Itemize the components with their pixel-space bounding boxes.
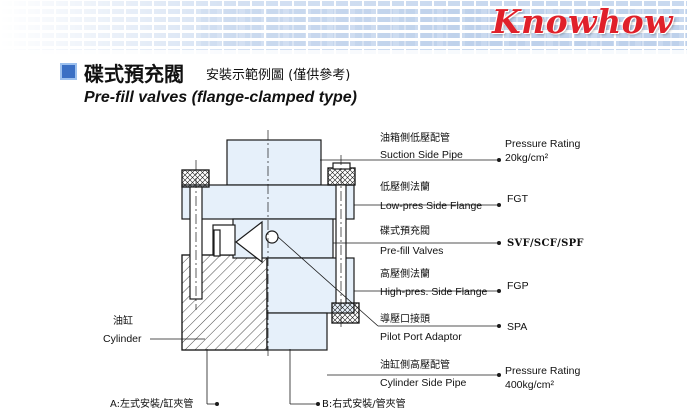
callout-pilot-cn: 導壓口接頭 bbox=[380, 314, 430, 325]
spec-suction-value: 20kg/cm² bbox=[505, 152, 549, 164]
callout-lowflange-en: Low-pres Side Flange bbox=[380, 200, 483, 212]
cylinder-side-pipe bbox=[266, 312, 328, 351]
callout-prefill-cn: 碟式預充閥 bbox=[380, 226, 430, 237]
cylinder-label-cn: 油缸 bbox=[113, 316, 133, 327]
callout-suction-cn: 油箱側低壓配管 bbox=[380, 133, 450, 144]
spec-fgp: FGP bbox=[507, 280, 529, 292]
callout-cylpipe-en: Cylinder Side Pipe bbox=[380, 377, 467, 389]
spec-fgt: FGT bbox=[507, 193, 528, 205]
cylinder-label-en: Cylinder bbox=[103, 333, 142, 345]
callout-highflange-cn: 高壓側法蘭 bbox=[380, 269, 430, 280]
callout-highflange-en: High-pres. Side Flange bbox=[380, 286, 488, 298]
spec-spa: SPA bbox=[507, 321, 528, 333]
spec-cylpipe-value: 400kg/cm² bbox=[505, 379, 555, 391]
install-option-a: A:左式安裝/缸夾管 bbox=[110, 399, 194, 410]
left-nut bbox=[181, 169, 210, 188]
callout-lowflange-cn: 低壓側法蘭 bbox=[380, 182, 430, 193]
title-chinese-subtitle: 安裝示範例圖 (僅供參考) bbox=[206, 68, 351, 83]
header-band: Knowhow bbox=[0, 0, 687, 56]
title-bullet-icon bbox=[60, 63, 77, 80]
leader-lines bbox=[150, 159, 499, 405]
spec-model-codes: SVF/SCF/SPF bbox=[507, 238, 584, 249]
header-stripes bbox=[0, 0, 687, 56]
title-chinese: 碟式預充閥 bbox=[84, 62, 184, 86]
brand-logo: Knowhow bbox=[491, 2, 673, 41]
title-english: Pre-fill valves (flange-clamped type) bbox=[84, 89, 357, 106]
callout-prefill-en: Pre-fill Valves bbox=[380, 245, 444, 257]
spec-cylpipe-rating: Pressure Rating bbox=[505, 365, 581, 377]
spec-suction-rating: Pressure Rating bbox=[505, 138, 581, 150]
callout-pilot-en: Pilot Port Adaptor bbox=[380, 331, 462, 343]
right-top-nut bbox=[327, 167, 356, 186]
callout-cylpipe-cn: 油缸側高壓配管 bbox=[380, 360, 450, 371]
callout-suction-en: Suction Side Pipe bbox=[380, 149, 463, 161]
valve-disc bbox=[235, 220, 263, 264]
install-option-b: B:右式安裝/管夾管 bbox=[322, 399, 406, 410]
suction-pipe bbox=[226, 139, 322, 186]
